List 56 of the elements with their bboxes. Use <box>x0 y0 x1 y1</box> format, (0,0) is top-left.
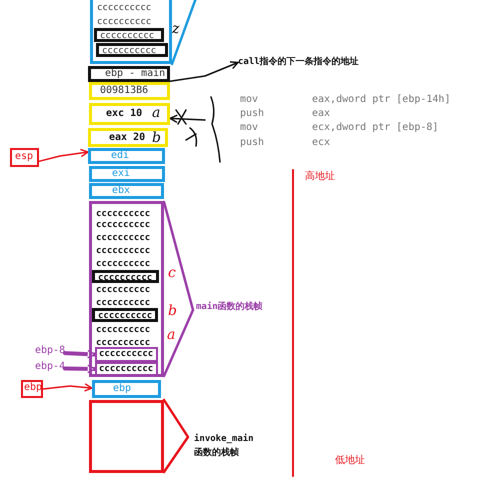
handwritten-mark: z <box>172 22 180 36</box>
address-label: 低地址 <box>335 455 365 467</box>
memory-row-text: cccccccccc <box>97 17 152 28</box>
stack-frame <box>89 201 164 377</box>
memory-row-text: cccccccccc <box>96 233 150 244</box>
memory-row-text: cccccccccc <box>96 220 150 231</box>
stack-cell: ebp - main <box>88 66 170 82</box>
stack-frame <box>89 400 164 473</box>
stack-cell: 009813B6 <box>89 82 170 100</box>
memory-row-text: cccccccccc <box>96 259 150 270</box>
arrow <box>63 364 97 374</box>
memory-row-text: cccccccccc <box>96 285 150 296</box>
arrow <box>169 61 239 82</box>
register-box: ebp <box>21 380 43 398</box>
assembly-code: eax <box>312 108 330 120</box>
stack-cell: edi <box>88 148 165 164</box>
memory-row-text: cccccccccc <box>96 338 150 349</box>
memory-row-text: cccccccccc <box>96 325 150 336</box>
arrow <box>42 383 93 392</box>
memory-row-text: cccccccccc <box>97 3 152 14</box>
memory-row-text: cccccccccc <box>96 209 150 220</box>
stack-cell: cccccccccc <box>96 43 168 57</box>
handwritten-mark: a <box>152 106 160 120</box>
memory-row-text: cccccccccc <box>96 298 150 309</box>
handwritten-mark: c <box>168 266 176 280</box>
address-label: 高地址 <box>305 171 335 183</box>
arrow <box>38 148 89 162</box>
memory-row-text: cccccccccc <box>96 246 150 257</box>
stack-cell: cccccccccc <box>92 270 159 283</box>
assembly-code: ecx,dword ptr [ebp-8] <box>312 122 438 134</box>
arrow <box>63 350 97 358</box>
handwritten-mark: b <box>152 131 161 145</box>
annotation-text: invoke_main <box>194 434 254 445</box>
arrow <box>169 114 206 124</box>
annotation-text: 函数的栈帧 <box>194 448 239 459</box>
assembly-code: push <box>240 108 264 120</box>
assembly-code: mov <box>240 94 258 106</box>
offset-label: ebp-4 <box>31 362 65 375</box>
stack-cell: cccccccccc <box>95 362 158 376</box>
assembly-code: mov <box>240 122 258 134</box>
annotation-text: main函数的栈帧 <box>192 302 282 316</box>
annotation-text: call指令的下一条指令的地址 <box>238 56 366 82</box>
handwritten-mark: b <box>168 304 177 318</box>
register-box: esp <box>10 148 39 167</box>
assembly-code: push <box>240 137 264 149</box>
assembly-code: eax,dword ptr [ebp-14h] <box>312 94 450 106</box>
assembly-code: ecx <box>312 137 330 149</box>
stack-frame <box>90 0 172 64</box>
stack-cell: ebp <box>92 380 161 398</box>
offset-label: ebp-8 <box>31 346 65 359</box>
stack-cell: cccccccccc <box>95 347 158 362</box>
stack-cell: ebx <box>89 183 164 199</box>
stack-cell: cccccccccc <box>92 308 158 322</box>
handwritten-mark: a <box>167 328 176 342</box>
stack-cell: cccccccccc <box>94 28 164 42</box>
stack-cell: exi <box>89 166 165 182</box>
